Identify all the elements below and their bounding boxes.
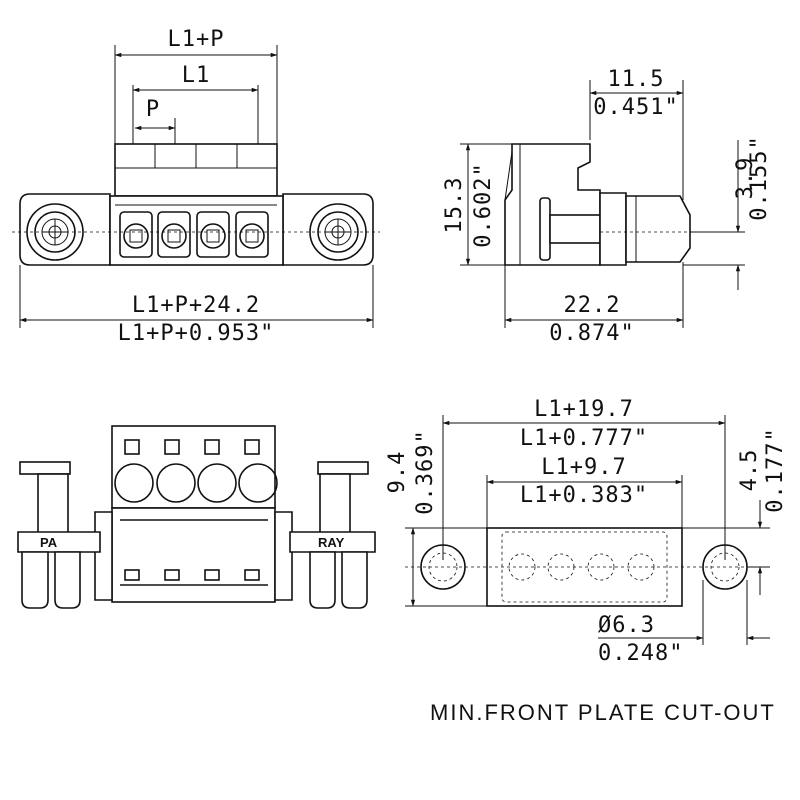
rear-body [111,507,276,603]
left-mount-tab: PA [17,461,101,609]
side-view: 11.5 0.451" 15.3 0.602" 3.9 0.155" 22.2 … [442,67,772,346]
dim-overall-in: L1+P+0.953" [118,321,275,346]
terminal-screw-3 [196,211,230,258]
dim-cutout-right-in: 0.177" [763,427,788,512]
dim-cutout-inner-in: L1+0.383" [520,483,648,508]
side-latch [539,197,551,261]
dim-cutout-outer-mm: L1+19.7 [534,397,634,422]
dim-cutout-inner-mm: L1+9.7 [541,455,626,480]
dim-side-bottom-in: 0.874" [549,321,634,346]
dim-l1-label: L1 [182,63,211,88]
side-plug-collar [599,192,627,266]
right-mount-tab: RAY [289,461,376,609]
left-flange [19,193,111,266]
dim-side-top-mm: 11.5 [608,67,665,92]
rear-view: PA RAY [17,425,376,609]
dim-side-height-in: 0.602" [471,162,496,247]
dim-overall-mm: L1+P+24.2 [132,293,260,318]
side-plug-nose [625,195,691,263]
terminal-screw-4 [235,211,269,258]
front-view: L1+P L1 P [12,27,380,346]
caption-cutout: MIN.FRONT PLATE CUT-OUT [430,700,776,725]
dim-pitch-label: P [146,97,160,122]
dim-hole-mm: Ø6.3 [598,613,655,638]
dim-side-right-mm: 3.9 [733,157,758,200]
dim-cutout-outer-in: L1+0.777" [520,426,648,451]
terminal-screw-1 [119,211,153,258]
cutout-view: L1+19.7 L1+0.777" L1+9.7 L1+0.383" 9.4 0… [385,397,788,666]
side-pin [549,214,601,244]
wire-entry-3 [197,463,237,503]
dim-side-bottom-mm: 22.2 [564,293,621,318]
right-flange [282,193,374,266]
wire-entry-2 [156,463,196,503]
dim-cutout-left-mm: 9.4 [385,451,410,494]
dim-side-right-in: 0.155" [747,135,772,220]
dim-side-height-mm: 15.3 [442,177,467,234]
rear-top-block [111,425,276,509]
dim-cutout-left-in: 0.369" [413,429,438,514]
label-ray: RAY [318,535,345,550]
terminal-screw-2 [157,211,191,258]
dim-side-top-in: 0.451" [593,95,678,120]
label-pa: PA [40,535,58,550]
wire-entry-4 [238,463,278,503]
dim-hole-in: 0.248" [598,641,683,666]
dim-cutout-right-mm: 4.5 [737,449,762,492]
side-housing [504,143,601,266]
wire-entry-1 [114,463,154,503]
dim-l1p-label: L1+P [168,27,225,52]
